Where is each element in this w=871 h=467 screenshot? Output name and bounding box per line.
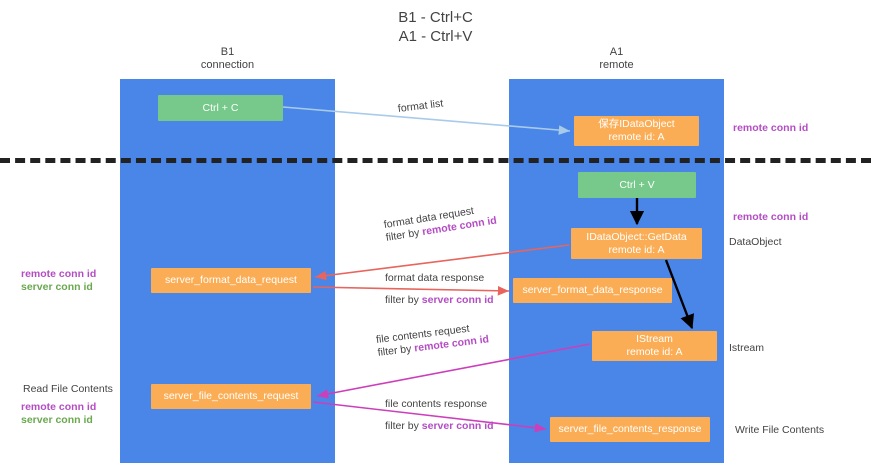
node-ctrl-c[interactable]: Ctrl + C <box>158 95 283 121</box>
node-save-idataobject-label: 保存IDataObject <box>598 118 675 130</box>
edge-label-format-data-response-text: format data response <box>385 272 485 284</box>
node-ctrl-v[interactable]: Ctrl + V <box>578 172 696 198</box>
side-label-remote-conn-id-mid: remote conn id <box>733 211 809 223</box>
edge-label-format-list-text: format list <box>397 97 444 115</box>
side-label-remote-conn-id-left-2: remote conn id <box>21 401 97 413</box>
lane-header-b1: B1 connection <box>120 46 335 72</box>
edge-label-format-data-response-filter: filter by server conn id <box>385 294 494 307</box>
node-server-format-data-request-label: server_format_data_request <box>165 274 297 286</box>
side-label-conn-ids-upper: remote conn id server conn id <box>21 268 96 294</box>
node-idataobject-getdata[interactable]: IDataObject::GetData remote id: A <box>571 228 702 259</box>
node-server-format-data-response-label: server_format_data_response <box>522 284 663 296</box>
filter-prefix: filter by <box>385 294 422 306</box>
filter-key-server-conn-id: server conn id <box>421 420 494 432</box>
side-label-conn-ids-lower: remote conn id server conn id <box>21 401 96 427</box>
edge-label-format-list: format list <box>397 98 444 116</box>
side-label-remote-conn-id-top: remote conn id <box>733 122 809 134</box>
node-save-idataobject[interactable]: 保存IDataObject remote id: A <box>574 116 699 146</box>
node-server-format-data-response[interactable]: server_format_data_response <box>513 278 672 303</box>
section-divider <box>0 158 871 163</box>
side-label-server-conn-id-left-2: server conn id <box>21 414 93 426</box>
node-ctrl-c-label: Ctrl + C <box>202 101 239 114</box>
lane-header-a1-title: A1 <box>609 46 624 58</box>
side-label-read-file-contents: Read File Contents <box>23 383 113 395</box>
filter-key-server-conn-id: server conn id <box>421 294 494 306</box>
side-label-dataobject: DataObject <box>729 236 782 248</box>
page-title: B1 - Ctrl+C A1 - Ctrl+V <box>0 8 871 46</box>
lane-header-a1-subtitle: remote <box>599 59 634 71</box>
node-istream-remote-id: remote id: A <box>626 346 683 358</box>
node-idataobject-getdata-remote-id: remote id: A <box>608 243 665 256</box>
node-save-idataobject-remote-id: remote id: A <box>608 131 665 143</box>
filter-prefix: filter by <box>385 420 422 432</box>
title-line-1: B1 - Ctrl+C <box>398 9 473 26</box>
edge-label-file-contents-response-text: file contents response <box>385 398 488 410</box>
node-istream[interactable]: IStream remote id: A <box>592 331 717 361</box>
edge-label-format-data-response: format data response filter by server co… <box>385 272 494 307</box>
edge-label-file-contents-response: file contents response filter by server … <box>385 398 494 433</box>
node-server-format-data-request[interactable]: server_format_data_request <box>151 268 311 293</box>
lane-header-b1-subtitle: connection <box>200 59 255 71</box>
title-line-2: A1 - Ctrl+V <box>398 28 473 45</box>
edge-label-format-data-request: format data request filter by remote con… <box>383 202 498 245</box>
node-server-file-contents-response[interactable]: server_file_contents_response <box>550 417 710 442</box>
node-ctrl-v-label: Ctrl + V <box>619 178 655 191</box>
side-label-remote-conn-id-left-1: remote conn id <box>21 268 97 280</box>
side-label-istream: Istream <box>729 342 765 354</box>
side-label-server-conn-id-left-1: server conn id <box>21 281 93 293</box>
node-server-file-contents-request-label: server_file_contents_request <box>163 390 299 402</box>
lane-header-a1: A1 remote <box>509 46 724 72</box>
node-server-file-contents-response-label: server_file_contents_response <box>558 423 702 435</box>
node-server-file-contents-request[interactable]: server_file_contents_request <box>151 384 311 409</box>
edge-label-file-contents-request: file contents request filter by remote c… <box>375 320 489 359</box>
lane-header-b1-title: B1 <box>220 46 235 58</box>
side-label-write-file-contents: Write File Contents <box>735 424 825 436</box>
node-istream-label: IStream <box>636 333 673 345</box>
node-idataobject-getdata-label: IDataObject::GetData <box>586 230 687 243</box>
edge-label-file-contents-response-filter: filter by server conn id <box>385 420 494 433</box>
